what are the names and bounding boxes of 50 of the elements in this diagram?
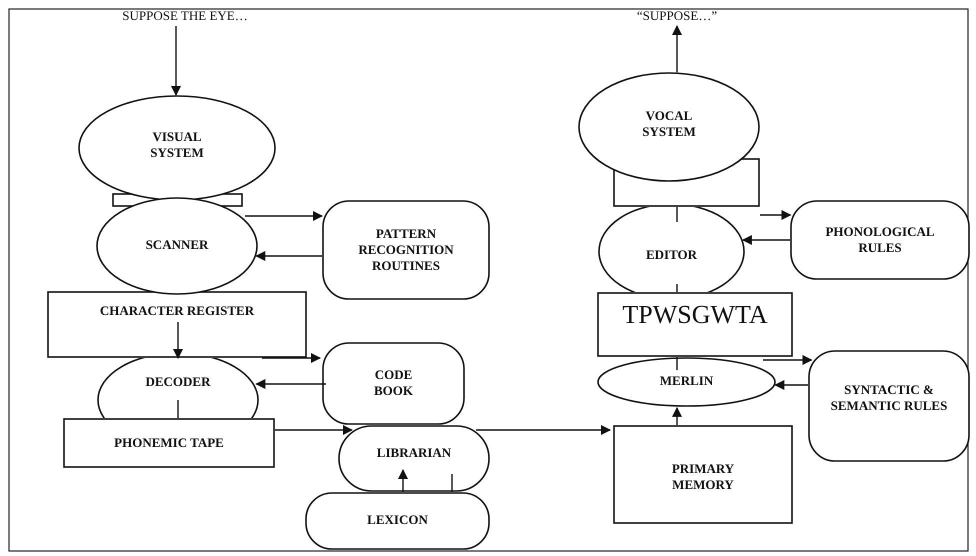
node-label: PRIMARY MEMORY: [670, 461, 736, 493]
arrow: [672, 406, 682, 425]
node-label: EDITOR: [644, 247, 698, 263]
process-ellipse: [78, 95, 276, 201]
arrow: [173, 322, 183, 359]
arrow: [255, 379, 326, 389]
connector-line: [676, 284, 678, 292]
node-label: TPWSGWTA: [621, 300, 769, 330]
process-box: [47, 291, 307, 358]
node-label: SYNTACTIC & SEMANTIC RULES: [830, 382, 948, 414]
arrow: [275, 425, 353, 435]
arrow: [255, 251, 322, 261]
arrow: [774, 380, 808, 390]
node-label: CHARACTER REGISTER: [98, 303, 256, 319]
arrow: [760, 210, 792, 220]
node-label: PHONOLOGICAL RULES: [824, 224, 936, 256]
rounded-box: [790, 200, 970, 280]
arrow: [171, 26, 181, 96]
node-label: DECODER: [144, 374, 212, 390]
node-label: VISUAL SYSTEM: [149, 129, 205, 161]
start-text: SUPPOSE THE EYE…: [121, 8, 249, 24]
node-label: MERLIN: [658, 373, 714, 389]
arrow: [245, 211, 323, 221]
node-label: SCANNER: [144, 237, 210, 253]
node-label: CODE BOOK: [372, 367, 414, 399]
node-label: PHONEMIC TAPE: [113, 435, 225, 451]
start-text: “SUPPOSE…”: [636, 8, 718, 24]
process-ellipse: [578, 72, 760, 182]
arrow: [398, 469, 408, 492]
node-label: LEXICON: [366, 512, 429, 528]
process-ellipse: [96, 197, 258, 295]
arrow: [742, 235, 790, 245]
node-label: PATTERN RECOGNITION ROUTINES: [357, 226, 455, 274]
process-box: [597, 292, 793, 357]
rounded-box: [322, 200, 490, 300]
rounded-box: [808, 350, 970, 462]
process-ellipse: [597, 357, 776, 407]
arrow: [476, 425, 611, 435]
arrow: [262, 353, 321, 363]
connector-line: [676, 357, 678, 370]
process-box: [613, 425, 793, 524]
node-label: VOCAL SYSTEM: [641, 108, 697, 140]
connector-line: [676, 207, 678, 222]
rounded-box: [305, 492, 490, 550]
connector-line: [177, 400, 179, 418]
node-label: LIBRARIAN: [376, 445, 452, 461]
rounded-box: [322, 342, 465, 425]
arrow: [672, 25, 682, 72]
process-box: [63, 418, 275, 468]
connector-line: [451, 474, 453, 492]
